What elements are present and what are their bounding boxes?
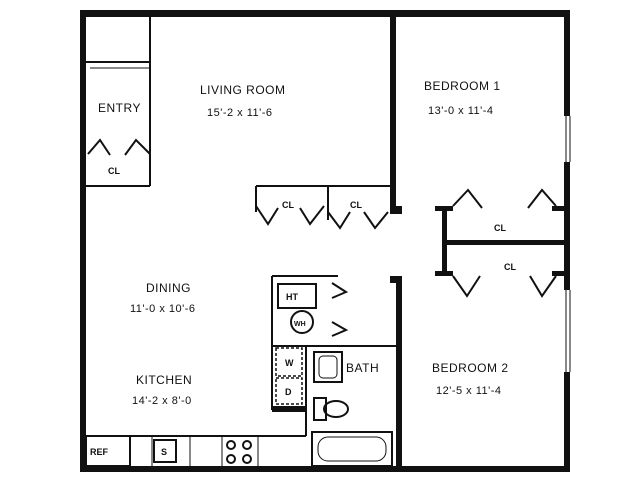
bedroom-1-dims: 13'-0 x 11'-4 [428,105,494,117]
closet-door-bedroom-2[interactable] [452,275,557,298]
living-room-dims: 15'-2 x 11'-6 [207,107,273,119]
living-room-label: LIVING ROOM [200,83,286,97]
entry-door [86,14,151,69]
entry-label: ENTRY [98,101,141,115]
bathtub [311,431,393,467]
washer-dryer-hookup-label: WH [294,321,306,328]
sink-label: S [161,447,167,457]
hall-closet-1-label: CL [282,200,294,210]
kitchen-counter [85,435,306,467]
stove [226,440,252,464]
washer-dryer-hookup [290,310,314,334]
interior-walls [86,14,567,470]
dining-label: DINING [146,281,191,295]
closet-door-hall-1[interactable] [255,205,325,226]
water-heater [277,283,317,309]
bedroom-1-label: BEDROOM 1 [424,79,501,93]
washer [275,347,303,377]
kitchen-label: KITCHEN [136,373,192,387]
kitchen-sink [153,439,177,463]
closet-door-bedroom-1[interactable] [452,188,557,209]
water-heater-label: HT [286,292,298,302]
dining-dims: 11'-0 x 10'-6 [130,303,196,315]
closet-door-entry[interactable] [87,138,151,156]
hall-closet-2-label: CL [350,200,362,210]
washer-label: W [285,358,294,368]
bedroom-2-label: BEDROOM 2 [432,361,509,375]
window-bedroom-1 [565,116,571,162]
bath-label: BATH [346,361,379,375]
window-bedroom-2 [565,290,571,372]
dryer-label: D [285,387,292,397]
bedroom-2-dims: 12'-5 x 11'-4 [436,385,502,397]
exterior-walls [80,10,570,472]
toilet [313,397,349,421]
bedroom-2-closet-label: CL [504,262,516,272]
bedroom-1-closet-label: CL [494,223,506,233]
closet-door-hall-2[interactable] [327,211,389,230]
mech-door-upper[interactable] [331,282,349,299]
bath-vanity-sink [313,351,343,383]
entry-closet-label: CL [108,166,120,176]
kitchen-dims: 14'-2 x 8'-0 [132,395,192,407]
refrigerator-label: REF [90,447,109,457]
dryer [275,377,303,405]
mech-door-lower[interactable] [331,321,349,337]
